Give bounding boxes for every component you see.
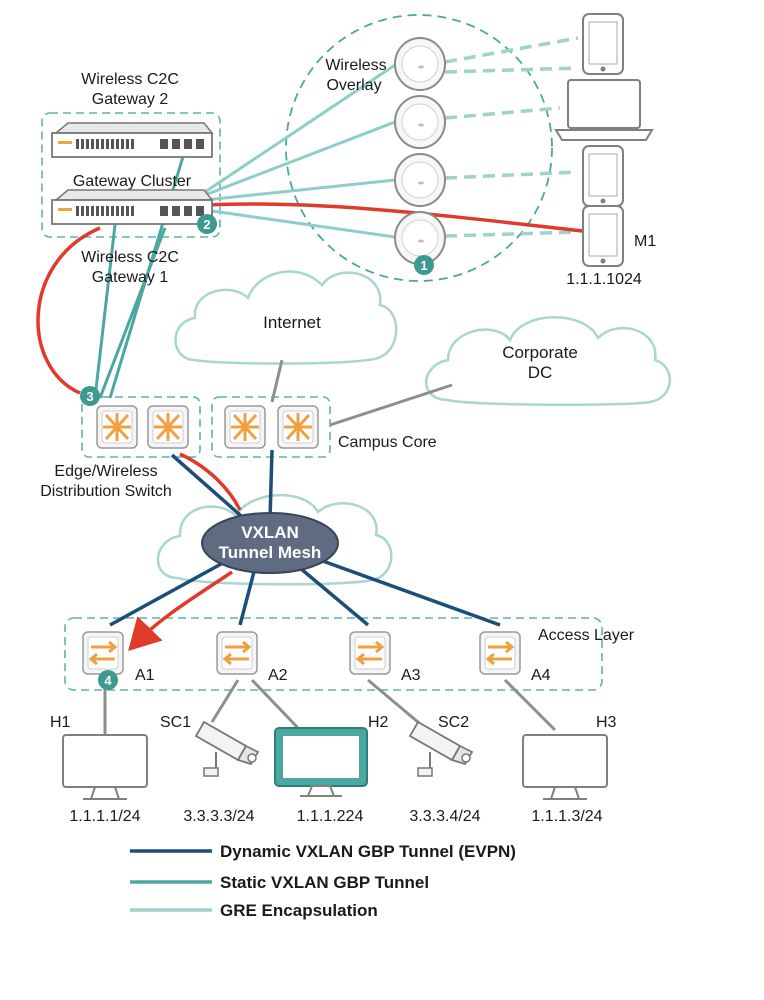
h3-label: H3 — [596, 714, 617, 731]
red-traffic-path — [36, 202, 584, 652]
phone-device-middle — [582, 145, 624, 207]
laptop-device — [554, 79, 654, 141]
gateway-cluster-box — [41, 112, 221, 238]
a1-label: A1 — [135, 667, 155, 684]
svg-text:4: 4 — [104, 673, 112, 688]
edge-switch-box — [81, 396, 201, 458]
edge-switch-label-line1: Edge/Wireless — [54, 463, 157, 480]
core-switch-2 — [276, 404, 320, 450]
access-layer-box — [64, 617, 603, 691]
host-h3-monitor — [522, 734, 608, 800]
evpn-links — [109, 449, 501, 627]
legend: Dynamic VXLAN GBP Tunnel (EVPN) Static V… — [130, 842, 516, 920]
marker-2: 2 — [197, 214, 217, 234]
a3-label: A3 — [401, 667, 421, 684]
legend-label-static: Static VXLAN GBP Tunnel — [220, 873, 429, 892]
core-switch-1 — [223, 404, 267, 450]
svg-text:3: 3 — [86, 389, 93, 404]
legend-label-evpn: Dynamic VXLAN GBP Tunnel (EVPN) — [220, 842, 516, 861]
vxlan-tunnel-mesh — [201, 512, 339, 574]
wireless-overlay-label-line2: Overlay — [326, 77, 381, 94]
phone-device-top — [582, 13, 624, 75]
gateway-1-device — [51, 189, 213, 225]
h1-ip-label: 1.1.1.1/24 — [69, 808, 140, 825]
access-switch-a1 — [81, 630, 125, 676]
edge-switch-2 — [146, 404, 190, 450]
sc2-ip-label: 3.3.3.4/24 — [409, 808, 480, 825]
wireless-overlay-label-line1: Wireless — [325, 57, 386, 74]
phone-device-m1 — [582, 205, 624, 267]
static-ap-links — [204, 63, 396, 239]
edge-switch-1 — [95, 404, 139, 450]
gateway-2-label-line1: Wireless C2C — [81, 71, 179, 88]
campus-core-label: Campus Core — [338, 434, 437, 451]
gateway-1-label-line2: Gateway 1 — [92, 269, 169, 286]
access-point-3 — [394, 153, 446, 207]
internet-label: Internet — [263, 313, 321, 332]
h3-ip-label: 1.1.1.3/24 — [531, 808, 602, 825]
corporate-dc-cloud — [425, 316, 672, 407]
corporate-dc-label-line2: DC — [528, 363, 553, 382]
h2-ip-label: 1.1.1.224 — [297, 808, 364, 825]
marker-3: 3 — [80, 386, 100, 406]
gateway-2-device — [51, 122, 213, 158]
a2-label: A2 — [268, 667, 288, 684]
edge-switch-label-line2: Distribution Switch — [40, 483, 172, 500]
sc1-label: SC1 — [160, 714, 191, 731]
sc2-label: SC2 — [438, 714, 469, 731]
gre-client-links — [444, 36, 579, 238]
host-h1-monitor — [62, 734, 148, 800]
access-layer-label: Access Layer — [538, 627, 635, 644]
host-h2-monitor — [274, 727, 368, 797]
m1-label: M1 — [634, 233, 656, 250]
corporate-dc-label-line1: Corporate — [502, 343, 578, 362]
vxlan-label-line2: Tunnel Mesh — [219, 543, 322, 562]
vxlan-label-line1: VXLAN — [241, 523, 299, 542]
svg-text:1: 1 — [420, 258, 427, 273]
access-point-2 — [394, 95, 446, 149]
access-switch-a3 — [348, 630, 392, 676]
legend-label-gre: GRE Encapsulation — [220, 901, 378, 920]
gateway-cluster-label: Gateway Cluster — [73, 173, 192, 190]
gateway-2-label-line2: Gateway 2 — [92, 91, 169, 108]
m1-ip-label: 1.1.1.1024 — [566, 271, 642, 288]
marker-1: 1 — [414, 255, 434, 275]
svg-text:2: 2 — [203, 217, 210, 232]
internet-cloud — [174, 270, 398, 365]
camera-sc1 — [195, 721, 259, 777]
h1-label: H1 — [50, 714, 71, 731]
sc1-ip-label: 3.3.3.3/24 — [183, 808, 254, 825]
access-switch-a4 — [478, 630, 522, 676]
a4-label: A4 — [531, 667, 551, 684]
access-switch-a2 — [215, 630, 259, 676]
gateway-1-label-line1: Wireless C2C — [81, 249, 179, 266]
marker-4: 4 — [98, 670, 118, 690]
access-point-1 — [394, 37, 446, 91]
wireless-overlay-circle — [285, 14, 553, 282]
gray-links — [103, 359, 557, 735]
h2-label: H2 — [368, 714, 389, 731]
